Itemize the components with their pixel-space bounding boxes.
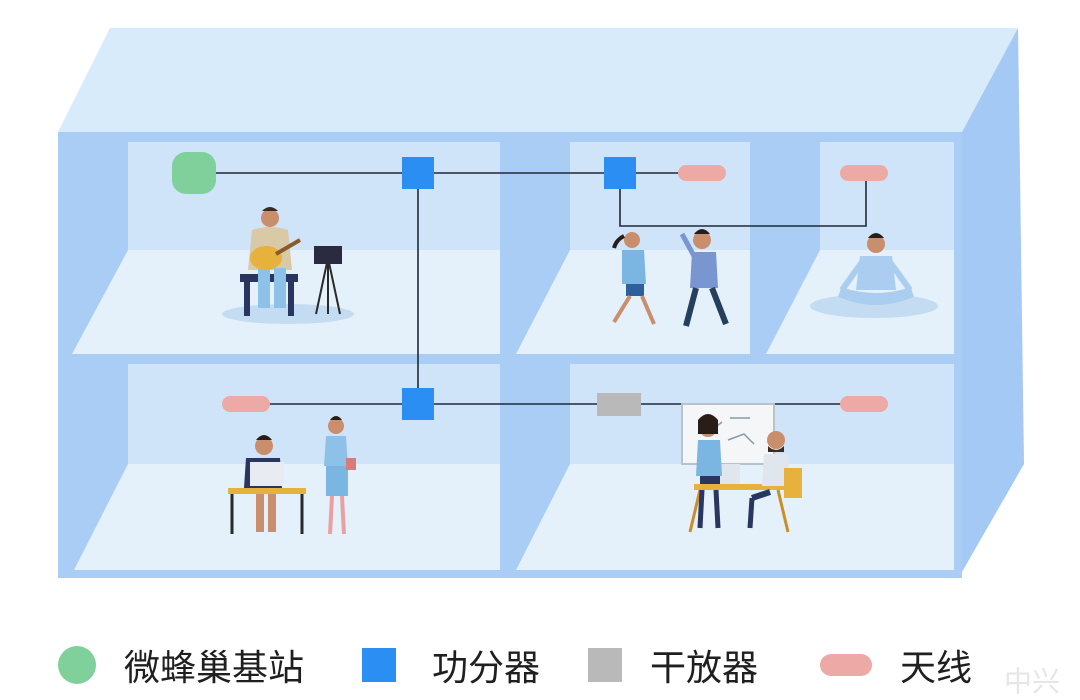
antenna-icon-top-right: [840, 165, 888, 181]
legend-base-station: 微蜂巢基站: [58, 635, 304, 695]
splitter-icon-top: [402, 157, 434, 189]
floor-bottom-left: [74, 464, 500, 570]
splitter-legend-label: 功分器: [432, 648, 541, 689]
legend-antenna: 天线: [820, 635, 972, 695]
base-station-legend-label: 微蜂巢基站: [124, 648, 305, 689]
legend-amplifier: 干放器: [588, 635, 758, 695]
antenna-legend-label: 天线: [900, 648, 973, 689]
antenna-legend-icon: [820, 654, 872, 676]
antenna-icon-bottom-right: [840, 396, 888, 412]
office-workers-illustration: [228, 416, 356, 535]
amplifier-legend-icon: [588, 648, 622, 682]
meditating-person-illustration: [810, 233, 938, 318]
watermark: 中兴: [1003, 665, 1060, 698]
splitter-icon-top-right: [604, 157, 636, 189]
guitarist-illustration: [222, 207, 354, 324]
base-station-icon: [172, 152, 216, 194]
amplifier-icon: [597, 393, 641, 416]
antenna-icon-bottom-left: [222, 396, 270, 412]
building-roof: [58, 28, 1018, 132]
building-network-diagram: [58, 28, 1024, 578]
base-station-legend-icon: [58, 646, 96, 684]
antenna-icon-top-middle: [678, 165, 726, 181]
meeting-illustration: [681, 403, 802, 533]
children-playing-illustration: [612, 229, 729, 327]
building-side-wall: [962, 28, 1024, 572]
legend-splitter: 功分器: [362, 635, 540, 695]
amplifier-legend-label: 干放器: [650, 648, 759, 689]
splitter-legend-icon: [362, 648, 396, 682]
floor-bottom-right: [516, 464, 954, 570]
splitter-icon-bottom: [402, 388, 434, 420]
